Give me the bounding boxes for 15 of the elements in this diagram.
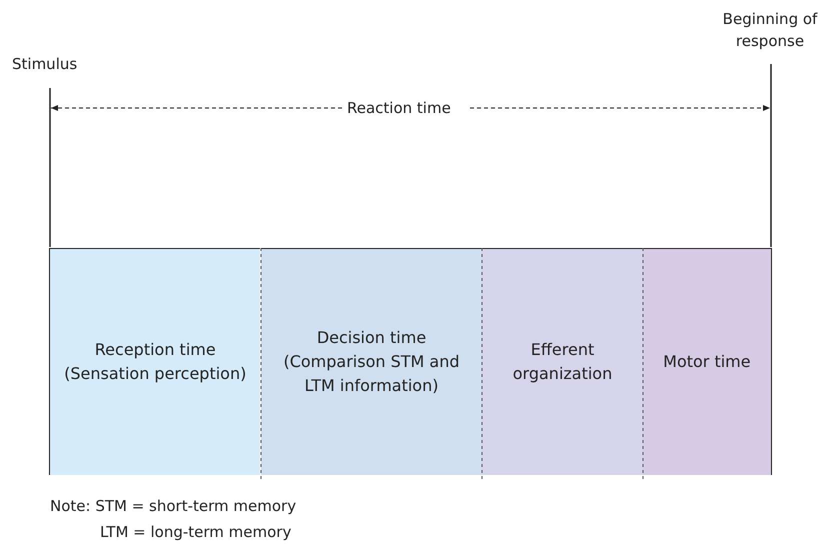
time-segment-band xyxy=(49,248,260,475)
note-text: LTM = long-term memory xyxy=(100,522,292,543)
segment-title: Decision time xyxy=(316,327,428,349)
dimension-label: Reaction time xyxy=(347,98,451,119)
time-segment-band xyxy=(643,248,772,475)
marker-label: Beginning of response xyxy=(722,9,818,52)
marker-label: Stimulus xyxy=(12,54,78,75)
segment-description: (Sensation perception) xyxy=(63,363,248,385)
segment-title: Efferent organization xyxy=(512,339,614,385)
note-text: Note: STM = short-term memory xyxy=(50,496,296,517)
time-segment-band xyxy=(482,248,643,475)
time-segment-band xyxy=(261,248,482,475)
segment-title: Motor time xyxy=(662,351,752,373)
segment-description: (Comparison STM and LTM information) xyxy=(282,351,461,397)
segment-title: Reception time xyxy=(94,339,217,361)
